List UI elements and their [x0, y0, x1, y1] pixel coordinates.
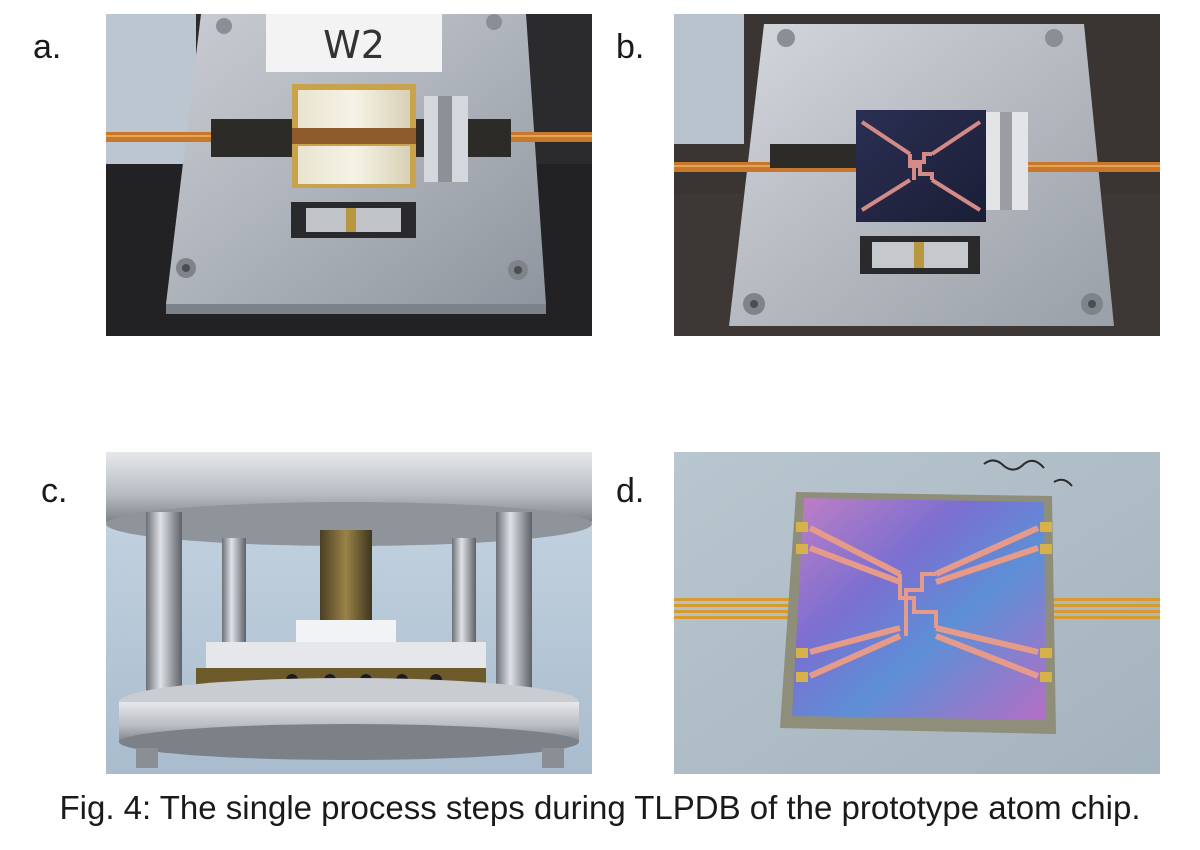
photo-b	[674, 14, 1160, 336]
panel-d-letter: d.	[616, 472, 645, 510]
panel-b-letter: b.	[616, 28, 645, 66]
label-w2: W2	[323, 23, 385, 67]
figure-caption: Fig. 4: The single process steps during …	[59, 789, 1141, 826]
photo-c	[106, 452, 592, 774]
panel-a-letter: a.	[33, 28, 62, 66]
photo-d	[674, 452, 1160, 774]
photo-a: W2	[106, 14, 592, 336]
panel-c-letter: c.	[41, 472, 68, 510]
